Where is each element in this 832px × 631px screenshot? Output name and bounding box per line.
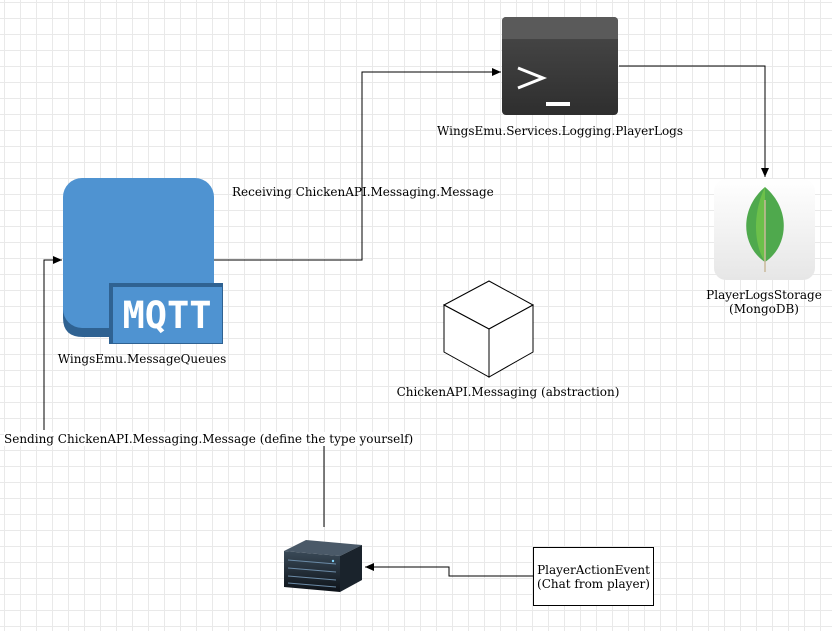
terminal-icon [502, 17, 618, 115]
player-action-event-line2: (Chat from player) [537, 576, 650, 591]
server-rack-icon [284, 540, 362, 592]
edge-mqtt-to-logging [214, 68, 501, 261]
message-queues-label: WingsEmu.MessageQueues [57, 352, 227, 366]
cube-icon [442, 280, 535, 378]
sending-edge-label: Sending ChickenAPI.Messaging.Message (de… [4, 432, 414, 446]
logging-service-label: WingsEmu.Services.Logging.PlayerLogs [436, 124, 684, 138]
abstraction-label: ChickenAPI.Messaging (abstraction) [396, 385, 620, 399]
mongodb-label-line1: PlayerLogsStorage [706, 288, 822, 302]
edge-event-to-server [365, 563, 533, 577]
mongodb-leaf-icon [714, 179, 815, 280]
player-action-event-box: PlayerActionEvent (Chat from player) [533, 547, 654, 606]
edge-server-to-mqtt [43, 256, 62, 430]
player-action-event-line1: PlayerActionEvent [537, 562, 650, 577]
receiving-edge-label: Receiving ChickenAPI.Messaging.Message [232, 185, 494, 199]
mongodb-label-line2: (MongoDB) [729, 302, 799, 316]
mqtt-broker-icon: MQTT [63, 178, 223, 344]
edge-logging-to-mongodb [619, 65, 769, 177]
mqtt-badge-text: MQTT [122, 294, 211, 337]
